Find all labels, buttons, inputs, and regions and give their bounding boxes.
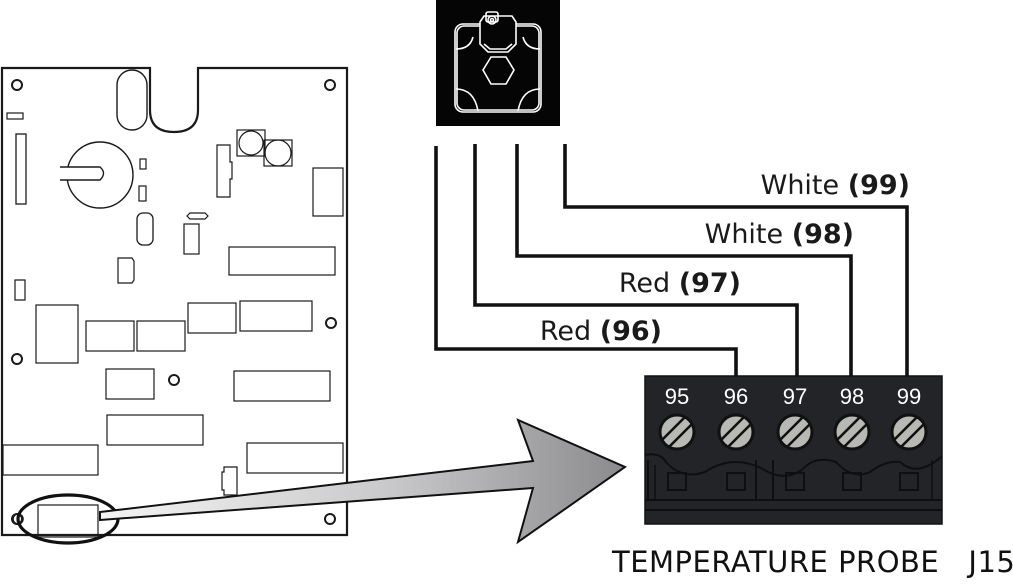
wire-label-98: White (98) xyxy=(705,219,854,250)
terminal-96: 96 xyxy=(717,384,755,491)
small-connector xyxy=(14,279,26,301)
wire-96 xyxy=(434,146,738,377)
component-block xyxy=(85,320,135,352)
terminal-99: 99 xyxy=(890,384,928,491)
temperature-probe-sensor-icon xyxy=(436,0,560,126)
led xyxy=(186,212,209,220)
wire-label-96: Red (96) xyxy=(540,316,662,347)
wire-label-97: Red (97) xyxy=(619,268,741,299)
jumper xyxy=(139,158,147,170)
component-block xyxy=(246,442,344,474)
screw-slot xyxy=(720,416,745,441)
mounting-hole xyxy=(325,317,337,329)
mounting-hole xyxy=(11,79,23,91)
terminal-positions: 95 96 97 98 99 xyxy=(658,384,928,491)
screw-slot xyxy=(843,423,868,448)
component-block xyxy=(233,370,331,402)
wire-entry-window xyxy=(667,472,687,491)
diagram-caption: TEMPERATURE PROBE J15 xyxy=(612,545,1013,579)
mounting-hole xyxy=(324,513,336,525)
wire-entry-window xyxy=(726,472,746,491)
terminal-number: 97 xyxy=(783,384,807,409)
component-block xyxy=(106,414,204,446)
relay xyxy=(312,167,344,217)
screw-icon xyxy=(717,413,755,451)
board-slot xyxy=(116,69,148,131)
screw-slot xyxy=(786,423,811,448)
ic xyxy=(183,223,200,255)
screw-slot xyxy=(779,416,804,441)
control-board xyxy=(0,66,349,538)
screw-icon xyxy=(890,413,928,451)
wire-label-99: White (99) xyxy=(761,170,910,201)
screw-slot xyxy=(661,416,686,441)
terminal-95: 95 xyxy=(658,384,696,491)
probe-wires xyxy=(434,144,909,377)
screw-slot xyxy=(836,416,861,441)
component-block xyxy=(136,320,186,352)
mounting-hole xyxy=(11,353,23,365)
crystal xyxy=(136,212,154,246)
wire-97 xyxy=(473,144,799,377)
mounting-hole xyxy=(324,79,336,91)
component-block xyxy=(105,368,155,400)
jumper xyxy=(138,185,147,202)
small-connector xyxy=(117,257,135,284)
component-block xyxy=(35,304,79,364)
component-block xyxy=(187,302,237,334)
component-block xyxy=(239,300,313,332)
terminal-97: 97 xyxy=(776,384,814,491)
terminal-number: 99 xyxy=(897,384,921,409)
component-block xyxy=(2,444,99,476)
terminal-number: 98 xyxy=(840,384,864,409)
terminal-98: 98 xyxy=(833,384,871,491)
wire-entry-window xyxy=(899,472,919,491)
screw-icon xyxy=(776,413,814,451)
wire-entry-window xyxy=(842,472,862,491)
small-connector xyxy=(221,466,238,496)
callout-arrow xyxy=(99,418,628,545)
terminal-number: 96 xyxy=(724,384,748,409)
terminal-strip xyxy=(228,246,336,276)
terminal-number: 95 xyxy=(665,384,689,409)
screw-slot xyxy=(893,416,918,441)
board-outline xyxy=(0,66,349,537)
inductor xyxy=(238,130,264,156)
wire-98 xyxy=(515,144,853,377)
screw-slot xyxy=(668,423,693,448)
connector xyxy=(216,144,233,198)
screw-icon xyxy=(658,413,696,451)
screw-icon xyxy=(833,413,871,451)
pin-header xyxy=(6,112,24,120)
mounting-hole xyxy=(168,374,180,386)
inductor xyxy=(236,129,266,157)
wire-99 xyxy=(563,144,909,377)
ribbon-connector xyxy=(15,133,27,205)
inductor xyxy=(264,139,292,167)
battery-clip xyxy=(60,166,105,181)
j15-connector xyxy=(37,504,99,538)
wire-entry-window xyxy=(785,472,805,491)
screw-slot xyxy=(727,423,752,448)
screw-slot xyxy=(900,423,925,448)
